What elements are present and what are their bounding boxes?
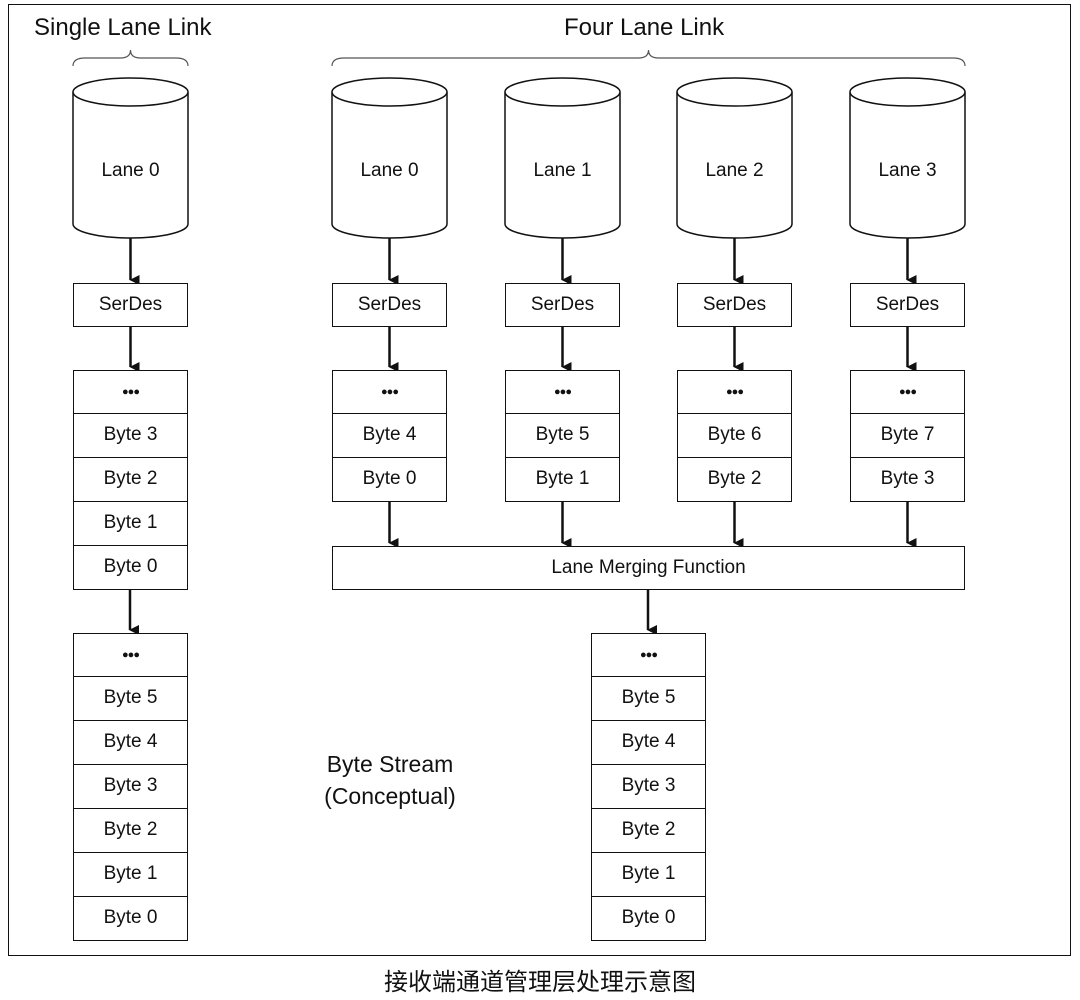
four-serdes-box-3: SerDes — [850, 283, 965, 327]
four-lane-0-cylinder: Lane 0 — [331, 77, 448, 239]
single-stream-byte-cell: Byte 3 — [73, 763, 188, 809]
four-buffer-1-byte-cell: Byte 1 — [505, 456, 620, 502]
four-serdes-box-2: SerDes — [677, 283, 792, 327]
four-stream-byte-cell: Byte 3 — [591, 763, 706, 809]
four-lane-2-cylinder: Lane 2 — [676, 77, 793, 239]
single-buffer-byte-cell: Byte 2 — [73, 456, 188, 502]
four-buffer-0-ellipsis: ●●● — [332, 370, 447, 414]
lane-merging-function-box: Lane Merging Function — [332, 546, 965, 590]
single-serdes-box: SerDes — [73, 283, 188, 327]
four-stream-byte-cell: Byte 1 — [591, 851, 706, 897]
single-lane-brace — [72, 49, 189, 67]
four-lane-brace — [331, 49, 966, 67]
four-lane-1-cylinder-label: Lane 1 — [533, 160, 591, 181]
four-lane-0-cylinder-label: Lane 0 — [360, 160, 418, 181]
single-buffer-byte-cell: Byte 3 — [73, 412, 188, 458]
four-buffer-0-byte-cell: Byte 4 — [332, 412, 447, 458]
four-stream-byte-cell: Byte 5 — [591, 675, 706, 721]
single-lane-title: Single Lane Link — [34, 14, 212, 41]
byte-stream-label: Byte Stream (Conceptual) — [300, 748, 480, 812]
four-stream-byte-cell: Byte 2 — [591, 807, 706, 853]
four-buffer-2-ellipsis: ●●● — [677, 370, 792, 414]
four-serdes-box-1: SerDes — [505, 283, 620, 327]
single-stream-byte-cell: Byte 1 — [73, 851, 188, 897]
single-lane-0-cylinder: Lane 0 — [72, 77, 189, 239]
single-buffer-byte-cell: Byte 0 — [73, 544, 188, 590]
byte-stream-line2: (Conceptual) — [324, 783, 456, 809]
single-buffer-byte-cell: Byte 1 — [73, 500, 188, 546]
single-stream-byte-cell: Byte 0 — [73, 895, 188, 941]
single-stream-byte-cell: Byte 2 — [73, 807, 188, 853]
four-lane-3-cylinder: Lane 3 — [849, 77, 966, 239]
four-buffer-1-ellipsis: ●●● — [505, 370, 620, 414]
diagram-frame — [8, 4, 1071, 956]
byte-stream-line1: Byte Stream — [326, 751, 454, 777]
four-lane-2-cylinder-label: Lane 2 — [705, 160, 763, 181]
four-buffer-3-byte-cell: Byte 7 — [850, 412, 965, 458]
four-lane-title: Four Lane Link — [564, 14, 725, 41]
single-stream-byte-cell: Byte 4 — [73, 719, 188, 765]
four-buffer-2-byte-cell: Byte 2 — [677, 456, 792, 502]
four-buffer-0-byte-cell: Byte 0 — [332, 456, 447, 502]
single-stream-byte-cell: Byte 5 — [73, 675, 188, 721]
single-buffer-ellipsis: ●●● — [73, 370, 188, 414]
four-buffer-3-ellipsis: ●●● — [850, 370, 965, 414]
four-buffer-2-byte-cell: Byte 6 — [677, 412, 792, 458]
four-buffer-3-byte-cell: Byte 3 — [850, 456, 965, 502]
single-stream-ellipsis: ●●● — [73, 633, 188, 677]
four-serdes-box-0: SerDes — [332, 283, 447, 327]
single-lane-0-cylinder-label: Lane 0 — [101, 160, 159, 181]
four-stream-ellipsis: ●●● — [591, 633, 706, 677]
figure-caption: 接收端通道管理层处理示意图 — [384, 968, 696, 996]
four-lane-3-cylinder-label: Lane 3 — [878, 160, 936, 181]
four-stream-byte-cell: Byte 4 — [591, 719, 706, 765]
four-lane-1-cylinder: Lane 1 — [504, 77, 621, 239]
four-buffer-1-byte-cell: Byte 5 — [505, 412, 620, 458]
four-stream-byte-cell: Byte 0 — [591, 895, 706, 941]
